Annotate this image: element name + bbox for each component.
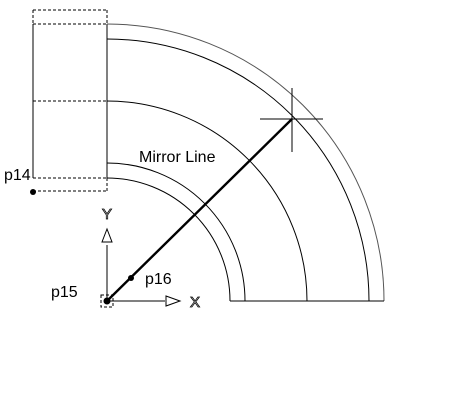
point-p15-label: p15 xyxy=(51,284,78,301)
ucs-y-label: Y xyxy=(102,206,112,223)
point-p14-marker[interactable] xyxy=(30,189,36,195)
ucs-x-label: X xyxy=(190,294,200,311)
elbow-outer-arc xyxy=(106,23,385,302)
ucs-origin-box xyxy=(100,294,114,308)
elbow-center-arc xyxy=(106,100,308,302)
ucs-y-arrow-icon xyxy=(101,227,113,243)
mirror-line-label: Mirror Line xyxy=(139,149,216,166)
crosshair-cursor xyxy=(260,88,323,152)
point-p16-marker[interactable] xyxy=(128,275,134,281)
ucs-icon: Y X xyxy=(100,206,200,311)
point-p15-marker[interactable] xyxy=(103,297,111,305)
ucs-x-arrow-icon xyxy=(165,295,182,307)
point-p16-label: p16 xyxy=(145,271,172,288)
straight-pipe-section xyxy=(32,9,108,192)
point-p14-label: p14 xyxy=(4,167,31,184)
mirror-line[interactable] xyxy=(106,118,293,302)
